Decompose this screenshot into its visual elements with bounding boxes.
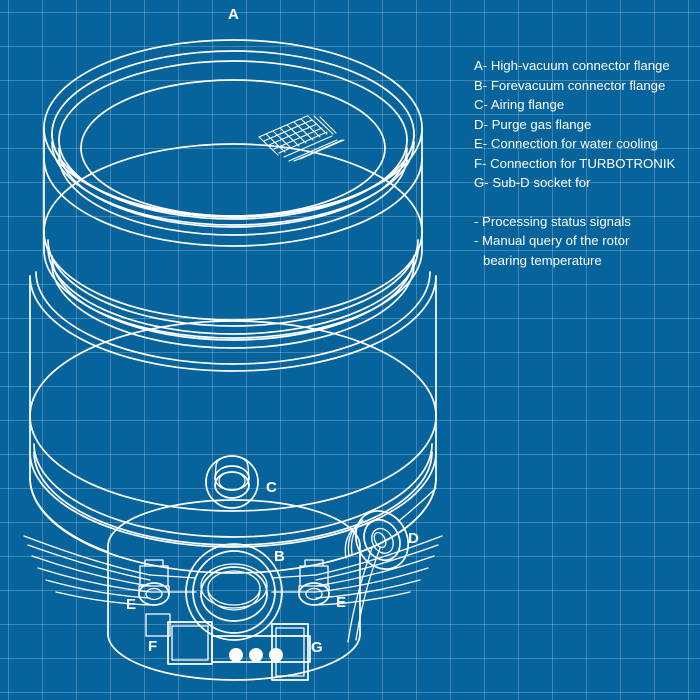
legend-entry-e: E- Connection for water cooling [474, 136, 658, 151]
subd-socket-G [271, 623, 309, 681]
callout-letter-E-left: E [126, 596, 137, 613]
legend-sub-entry-2-continuation: bearing temperature [483, 252, 602, 268]
mesh-screen-patch [258, 115, 345, 162]
middle-flange-ring-group [43, 231, 423, 349]
high-vacuum-flange-group [43, 39, 423, 247]
turbotronik-connector-F [167, 621, 213, 665]
airing-flange-port-C [205, 455, 259, 509]
legend-sub-entry-2: - Manual query of the rotor [474, 233, 630, 248]
main-body-group [29, 271, 437, 512]
legend-entry-g: G- Sub-D socket for [474, 175, 591, 190]
forevacuum-flange-B [185, 543, 283, 641]
legend-spacer [474, 193, 696, 212]
purge-gas-flange-D [344, 487, 437, 570]
legend-panel: A- High-vacuum connector flange B- Forev… [474, 56, 696, 270]
legend-entry-b: B- Forevacuum connector flange [474, 77, 666, 93]
legend-entry-a: A- High-vacuum connector flange [474, 58, 670, 73]
callout-letter-C: C [266, 479, 278, 496]
callout-letter-E-right: E [336, 594, 347, 611]
legend-sub-entry-1: - Processing status signals [474, 213, 631, 229]
upper-housing-group [43, 143, 423, 321]
callout-letter-G: G [311, 639, 323, 656]
water-cooling-fitting-E-left [138, 559, 171, 637]
legend-entry-c: C- Airing flange [474, 97, 565, 112]
legend-entry-f: F- Connection for TURBOTRONIK [474, 155, 676, 171]
callout-letter-F: F [148, 638, 158, 655]
lower-flange-collar-group [29, 415, 437, 548]
callout-letter-A: A [228, 6, 240, 23]
water-cooling-fitting-E-right [298, 559, 330, 606]
legend-entry-d: D- Purge gas flange [474, 116, 592, 132]
callout-letter-D: D [408, 530, 420, 547]
callout-letter-B: B [274, 548, 286, 565]
